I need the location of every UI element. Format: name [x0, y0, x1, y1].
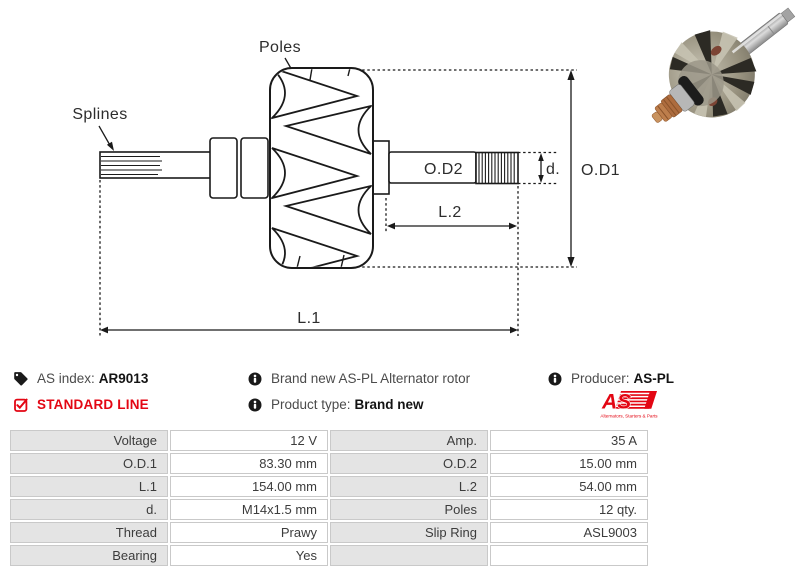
spec-value-cell: M14x1.5 mm	[170, 499, 328, 520]
od1-label: O.D1	[581, 162, 620, 179]
spec-value-cell: 12 qty.	[490, 499, 648, 520]
as-index-row: AS index: AR9013	[14, 371, 148, 386]
producer-value: AS-PL	[633, 371, 675, 386]
spec-label-cell: L.1	[10, 476, 168, 497]
spec-label-cell: Thread	[10, 522, 168, 543]
l2-label: L.2	[438, 204, 461, 221]
product-type-value: Brand new	[354, 397, 424, 412]
spec-label-cell: d.	[10, 499, 168, 520]
as-index-label: AS index:	[37, 371, 95, 386]
spec-value-cell: Prawy	[170, 522, 328, 543]
product-type-row: Product type: Brand new	[248, 397, 424, 412]
spec-label-cell	[330, 545, 488, 566]
info-icon	[248, 372, 262, 386]
pole-claws	[271, 69, 372, 267]
spec-value-cell	[490, 545, 648, 566]
rotor-photo-group	[651, 7, 796, 123]
spec-label-cell: Poles	[330, 499, 488, 520]
spec-value-cell: ASL9003	[490, 522, 648, 543]
spec-value-cell: 15.00 mm	[490, 453, 648, 474]
spec-value-cell: 83.30 mm	[170, 453, 328, 474]
producer-label: Producer:	[571, 371, 630, 386]
standard-line-row: STANDARD LINE	[14, 397, 149, 412]
product-type-label: Product type:	[271, 397, 351, 412]
description-text: Brand new AS-PL Alternator rotor	[271, 371, 471, 386]
spec-label-cell: Voltage	[10, 430, 168, 451]
spec-value-cell: 35 A	[490, 430, 648, 451]
as-logo-tagline: Alternators, Starters & Parts	[600, 414, 658, 419]
spec-label-cell: Slip Ring	[330, 522, 488, 543]
spec-value-cell: 54.00 mm	[490, 476, 648, 497]
as-logo-text: AS	[601, 391, 631, 414]
spec-label-cell: O.D.2	[330, 453, 488, 474]
spec-label-cell: L.2	[330, 476, 488, 497]
spec-value-cell: 154.00 mm	[170, 476, 328, 497]
standard-line-label: STANDARD LINE	[37, 397, 149, 412]
tag-icon	[14, 371, 28, 386]
spec-label-cell: O.D.1	[10, 453, 168, 474]
spec-value-cell: 12 V	[170, 430, 328, 451]
checkbox-checked-icon	[14, 398, 28, 412]
product-photo	[651, 7, 796, 123]
description-row: Brand new AS-PL Alternator rotor	[248, 371, 470, 386]
spec-label-cell: Bearing	[10, 545, 168, 566]
info-icon	[548, 372, 562, 386]
thread-hatching	[478, 153, 515, 183]
info-icon	[248, 398, 262, 412]
d-label: d.	[546, 161, 560, 178]
as-index-value: AR9013	[98, 371, 149, 386]
producer-row: Producer: AS-PL	[548, 371, 674, 386]
poles-label: Poles	[259, 39, 301, 56]
rotor-technical-diagram: Poles Splines O.D2 d. O.D1 L.2 L.1	[72, 39, 620, 336]
as-pl-logo: AS Alternators, Starters & Parts	[596, 388, 660, 427]
splines-label: Splines	[72, 106, 127, 123]
spec-label-cell: Amp.	[330, 430, 488, 451]
od2-label: O.D2	[424, 161, 463, 178]
l1-label: L.1	[297, 310, 320, 327]
spec-value-cell: Yes	[170, 545, 328, 566]
